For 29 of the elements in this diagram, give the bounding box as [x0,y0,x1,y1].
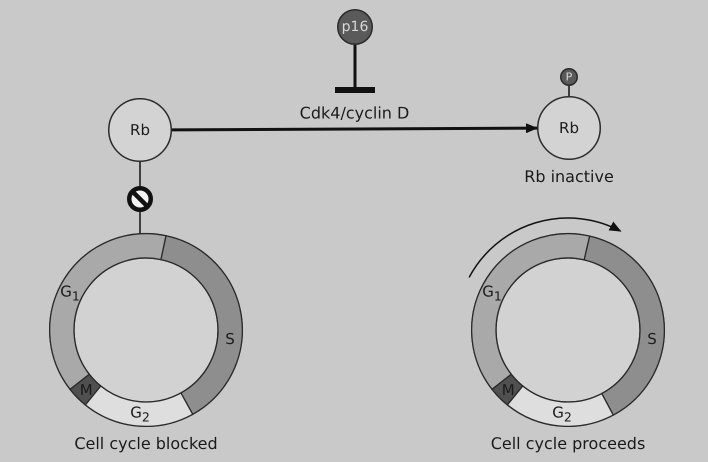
inhibition-line [335,45,375,93]
line [139,212,141,234]
phosphate-circle [560,68,578,86]
phase-label: G$_{2}$ [552,404,572,425]
phase-label: G$_{1}$ [60,282,80,304]
line [568,86,570,96]
node-label: Rb inactive [524,167,614,186]
protein-circle [537,96,601,160]
no-entry-icon [127,186,153,212]
protein-name: Rb [130,121,150,139]
phase-label: G$_{1}$ [482,282,502,304]
line [139,162,141,186]
cell-cycle-phase-segment [160,235,243,415]
protein-circle [337,9,373,45]
phase-label: S [647,330,657,348]
phase-label: G$_{2}$ [130,404,150,425]
phase-label: S [225,330,235,348]
cell-cycle-phase-segment [491,374,523,406]
protein-name: Rb [559,119,579,137]
protein-name: P [566,70,572,84]
state-label: Cell cycle blocked [74,434,218,453]
cell-cycle-phase-segment [584,235,665,416]
cell-cycle-ring [49,233,243,427]
protein-circle [108,98,172,162]
protein-name: p16 [342,19,368,35]
cell-cycle-ring [471,233,665,427]
arrow [172,123,538,134]
cell-cycle-phase-segment [69,374,101,406]
state-label: Cell cycle proceeds [490,434,646,453]
